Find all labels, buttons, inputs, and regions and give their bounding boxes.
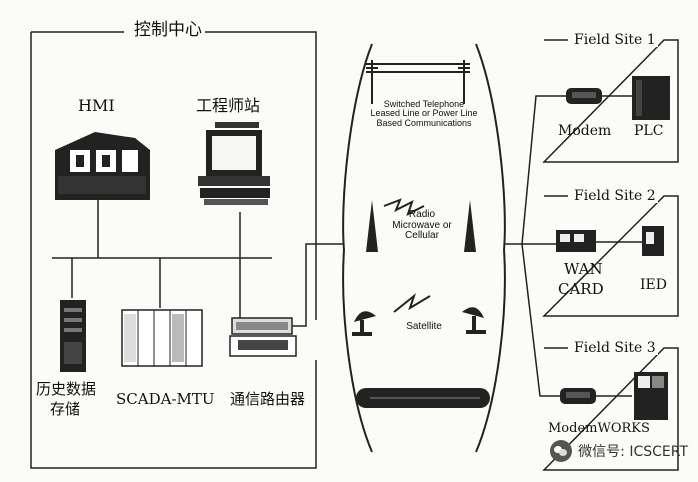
site3-link	[521, 243, 560, 397]
field-site-2-frame	[542, 195, 679, 317]
radio-tower-icon	[366, 198, 476, 252]
field-site-1-modem-label: Modem	[558, 123, 612, 139]
router-label: 通信路由器	[230, 390, 306, 408]
field-site-3-device-label: ModemWORKS	[548, 421, 650, 436]
field-site-3-title: Field Site 3	[572, 340, 658, 356]
field-site-2-title: Field Site 2	[572, 188, 658, 204]
field-site-3-frame	[542, 347, 679, 471]
field-site-3-controller-icon	[634, 372, 668, 420]
wan-card-icon	[556, 230, 596, 252]
ied-icon	[642, 226, 664, 256]
telephone-pole-icon	[366, 60, 470, 104]
wan-card-label-line1: WAN	[564, 260, 603, 278]
field-site-3-modem-icon	[560, 388, 596, 404]
workstation-icon	[198, 122, 270, 205]
scada-mtu-label: SCADA-MTU	[116, 390, 215, 408]
historian-label-line2: 存储	[50, 400, 81, 418]
cable-icon	[356, 388, 490, 408]
historian-label-line1: 历史数据	[36, 380, 97, 398]
satellite-dish-icon	[352, 293, 486, 336]
modem-icon	[566, 88, 602, 104]
comms-cloud	[342, 43, 506, 453]
router-icon	[229, 317, 297, 357]
router-wan-link	[292, 243, 344, 327]
workstation-label: 工程师站	[196, 96, 261, 115]
control-center-title: 控制中心	[132, 20, 204, 40]
satellite-comms-label: Satellite	[406, 321, 442, 332]
wechat-icon	[550, 440, 573, 462]
telephone-comms-label: Switched Telephone Leased Line or Power …	[370, 99, 478, 128]
hmi-console-icon	[55, 132, 150, 200]
wan-card-label-line2: CARD	[558, 280, 604, 298]
field-site-1-title: Field Site 1	[572, 32, 658, 48]
watermark-text: 微信号: ICSCERT	[578, 444, 688, 460]
watermark: 微信号: ICSCERT	[550, 440, 688, 462]
field-site-2-ied-label: IED	[640, 277, 667, 293]
field-site-1-frame	[542, 39, 679, 163]
historian-server-icon	[60, 300, 86, 372]
plc-icon	[632, 76, 670, 120]
scada-mtu-rack-icon	[121, 309, 203, 367]
hmi-label: HMI	[78, 96, 115, 115]
field-site-1-plc-label: PLC	[634, 123, 664, 139]
radio-comms-label: Radio Microwave or Cellular	[392, 209, 452, 241]
site1-link	[521, 95, 566, 245]
control-center-frame	[30, 31, 317, 469]
